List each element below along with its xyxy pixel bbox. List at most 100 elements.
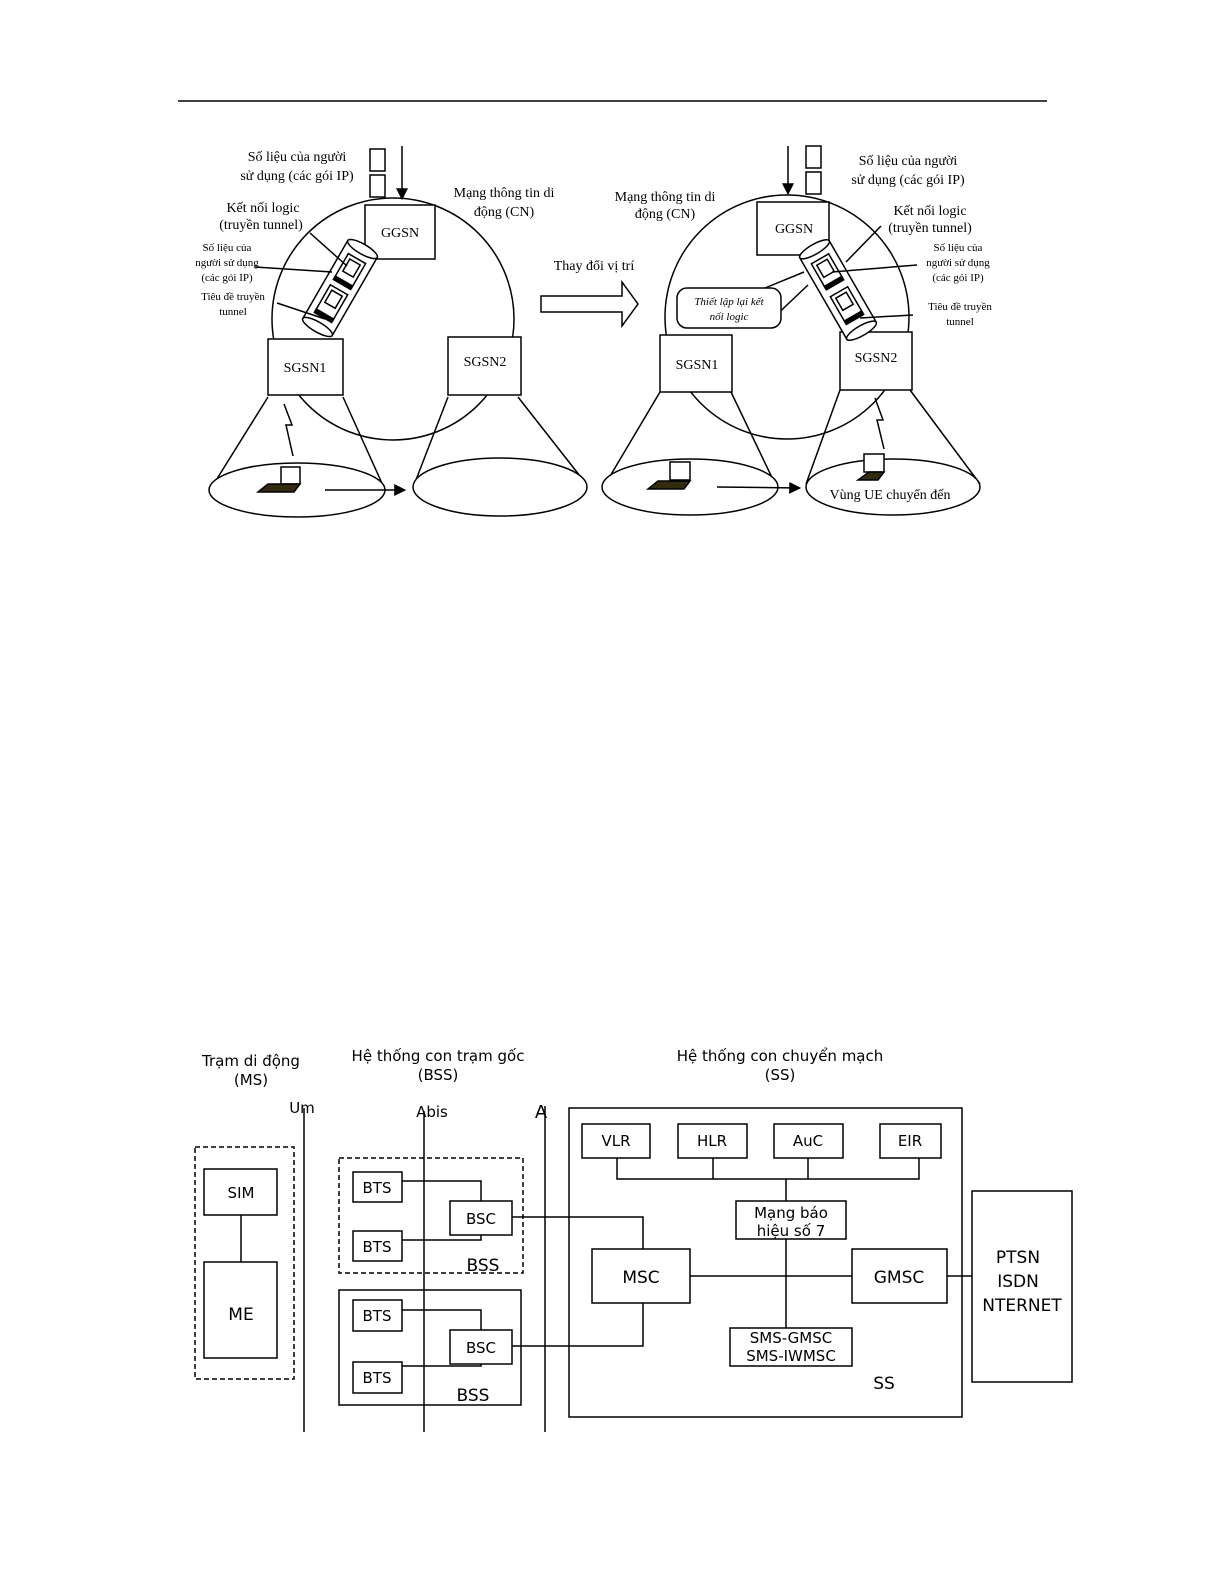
ss-title-2: (SS) [765,1066,796,1084]
ue-laptop-screen [863,453,885,473]
bsc-label: BSC [466,1210,496,1228]
external-network-box [971,1190,1073,1383]
ue-target-cell [805,458,981,516]
eir-label: EIR [898,1132,922,1150]
radio-link-icon [283,403,294,457]
hlr-label: HLR [697,1132,727,1150]
sms-box [729,1327,853,1367]
bts-label: BTS [363,1238,392,1256]
sim-label: SIM [228,1184,255,1202]
ip-packet-icon [369,148,386,172]
database-bus [616,1158,920,1180]
interface-a-label: A [535,1102,548,1123]
bss-title-2: (BSS) [418,1066,459,1084]
callout-line [831,264,918,273]
right-sgsn2-label: SGSN2 [855,351,898,366]
sms-label-2: SMS-IWMSC [746,1347,836,1365]
bsc-msc-link [512,1216,644,1249]
msc-box [591,1248,691,1304]
tunnel-cylinder [798,239,878,341]
right-inner-data-label-1: Số liệu của [934,242,983,254]
ip-packet-icon [805,171,822,195]
left-user-data-label-1: Số liệu của người [248,150,347,165]
ss-label: SS [873,1374,895,1394]
bsc-box [449,1329,513,1365]
left-ggsn-label: GGSN [381,226,419,241]
sgsn1-coverage-cone [209,396,386,491]
left-inner-data-label-3: (các gói IP) [201,272,253,284]
interface-abis-label: Abis [416,1103,448,1121]
callout-line [276,302,326,320]
ms-title-2: (MS) [234,1071,268,1089]
gmsc-label: GMSC [874,1268,925,1288]
tunnel-cylinder [301,238,379,338]
bts-box [352,1171,403,1203]
bts-bsc-link [402,1309,482,1330]
auc-label: AuC [793,1132,823,1150]
right-tunnel-header-label-2: tunnel [946,316,974,328]
bts-label: BTS [363,1179,392,1197]
external-label-3: NTERNET [982,1296,1062,1316]
figure1-left [208,146,588,518]
me-box [203,1261,278,1359]
left-logic-conn-label-2: (truyền tunnel) [219,218,303,233]
ue-region-label: Vùng UE chuyển đến [830,488,951,503]
sgsn2-node [839,331,913,391]
left-cn-label-1: Mạng thông tin di [454,186,555,201]
ue-laptop-base [645,480,692,490]
bss-boundary-dashed [338,1157,524,1274]
external-label-2: ISDN [997,1272,1039,1292]
ue-laptop-screen [280,466,301,485]
reconnect-label-1: Thiết lập lại kết [694,296,764,308]
bts-box [352,1299,403,1332]
ms-boundary [194,1146,295,1380]
ss7-label-2: hiệu số 7 [757,1222,825,1240]
right-logic-conn-label-2: (truyền tunnel) [888,221,972,236]
sms-label-1: SMS-GMSC [750,1329,833,1347]
left-tunnel-header-label-2: tunnel [219,306,247,318]
callout-line [859,314,914,319]
ue-move-arrow [716,481,802,494]
bsc-box [449,1200,513,1236]
bss-boundary [338,1289,522,1406]
sgsn1-node [267,338,344,396]
ms-title-1: Trạm di động [201,1052,300,1070]
left-inner-data-label-2: người sử dụng [195,257,259,269]
left-sgsn1-label: SGSN1 [284,361,327,376]
vlr-box [581,1123,651,1159]
callout-line [309,232,348,267]
right-cn-label-1: Mạng thông tin di [615,190,716,205]
right-inner-data-label-3: (các gói IP) [932,272,984,284]
left-sgsn2-label: SGSN2 [464,355,507,370]
right-ggsn-label: GGSN [775,222,813,237]
bss-label: BSS [467,1256,500,1276]
ss-boundary [568,1107,963,1418]
bts-label: BTS [363,1369,392,1387]
right-tunnel-header-label-1: Tiêu đề truyền [928,301,992,313]
left-inner-data-label-1: Số liệu của [203,242,252,254]
bsc-label: BSC [466,1339,496,1357]
left-cn-label-2: động (CN) [474,205,535,220]
eir-box [879,1123,942,1159]
ss7-label-1: Mạng báo [754,1204,828,1222]
sgsn2-coverage-cone [805,389,981,485]
ue-laptop-screen [669,461,691,481]
right-logic-conn-label-1: Kết nối logic [893,204,966,219]
sim-box [203,1168,278,1216]
change-position-arrow [540,279,639,329]
reconnect-bubble [676,287,782,329]
right-sgsn1-label: SGSN1 [676,358,719,373]
left-tunnel-header-label-1: Tiêu đề truyền [201,291,265,303]
right-user-data-label-2: sử dụng (các gói IP) [851,173,965,188]
sgsn1-coverage-cone [602,391,778,489]
right-inner-data-label-2: người sử dụng [926,257,990,269]
ip-packet-icon [369,174,386,198]
left-logic-conn-label-1: Kết nối logic [226,201,299,216]
sgsn2-node [447,336,522,396]
ue-laptop-base [855,471,886,481]
sgsn2-coverage-cone [413,396,588,486]
sgsn1-node [659,334,733,393]
right-user-data-label-1: Số liệu của người [859,154,958,169]
bss-label: BSS [457,1386,490,1406]
